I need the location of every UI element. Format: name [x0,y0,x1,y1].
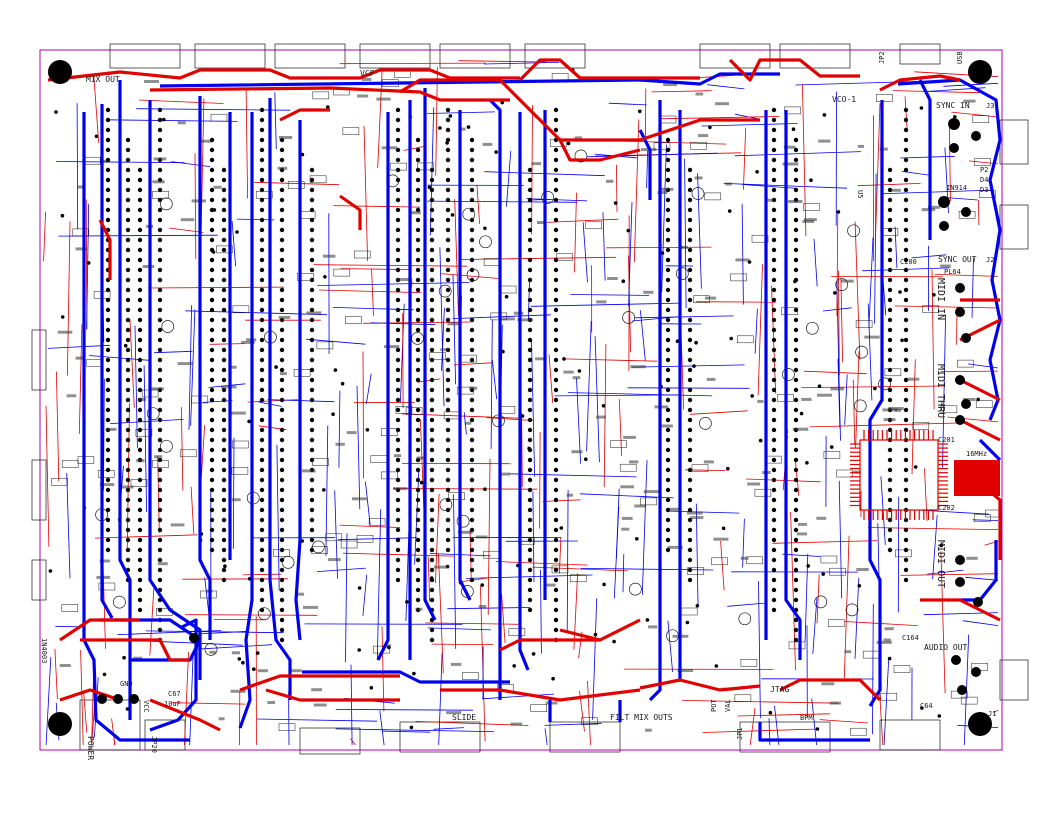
label-j3: J3 [986,102,994,110]
label-midi-out: MIDI OUT [935,540,946,588]
mounting-holes [48,60,992,736]
label-usb: USB [956,51,964,64]
label-audio-out: AUDIO OUT [924,643,968,652]
label-d3: D3 [980,186,988,194]
label-d4: D4 [980,176,988,184]
label-vco1: VCO-1 [832,95,856,104]
label-jp20: JP20 [150,736,158,753]
label-mix-out: MIX OUT [86,75,120,84]
mount-hole-bl [48,712,72,736]
mount-hole-tr [968,60,992,84]
label-c67-val: 10uF [164,700,181,708]
label-pl64: PL64 [944,268,961,276]
label-jtag: JTAG [770,685,789,694]
label-power: POWER [86,736,95,760]
label-in4003: 1N4003 [40,638,48,663]
label-c67: C67 [168,690,181,698]
label-16mhz: 16MHz [966,450,987,458]
label-midi-in: MIDI IN [935,278,946,320]
label-u5: U5 [856,190,864,198]
label-bpm: BPM [800,714,813,722]
label-in914: IN914 [946,184,967,192]
label-c64: C64 [920,702,933,710]
label-val: VAL [724,699,732,712]
mount-hole-br [968,712,992,736]
label-c201: C201 [938,436,955,444]
ic-footprints [48,68,1002,736]
top-power-traces [47,58,1002,732]
label-vcc: VCC [142,700,150,713]
label-p2: P2 [980,166,988,174]
label-c164: C164 [902,634,919,642]
label-slide: SLIDE [452,713,476,722]
silkscreen-labels: MIX OUT VCF VCO-1 JP2 USB SYNC IN J3 SYN… [40,51,996,760]
crystal-pad [954,460,1000,496]
label-pot: POT [710,699,718,712]
label-c200: C200 [900,258,917,266]
label-c202: C202 [938,504,955,512]
board-outline [39,49,1003,751]
label-jp1: JP1 [736,727,744,740]
label-sync-in: SYNC IN [936,101,970,110]
label-j2: J2 [986,256,994,264]
label-j1: J1 [988,710,996,718]
label-filt-mix-outs: FILT MIX OUTS [610,713,673,722]
label-midi-thru: MIDI THRU [935,364,946,418]
component-values [57,77,978,732]
label-gnd: GND [120,680,133,688]
label-vcf: VCF [360,69,375,78]
jack-pads [97,118,983,704]
mcu-footprint [850,430,948,520]
label-jp2: JP2 [878,51,886,64]
label-sync-out: SYNC OUT [938,255,977,264]
mount-hole-tl [48,60,72,84]
bottom-power-traces [82,72,1002,742]
